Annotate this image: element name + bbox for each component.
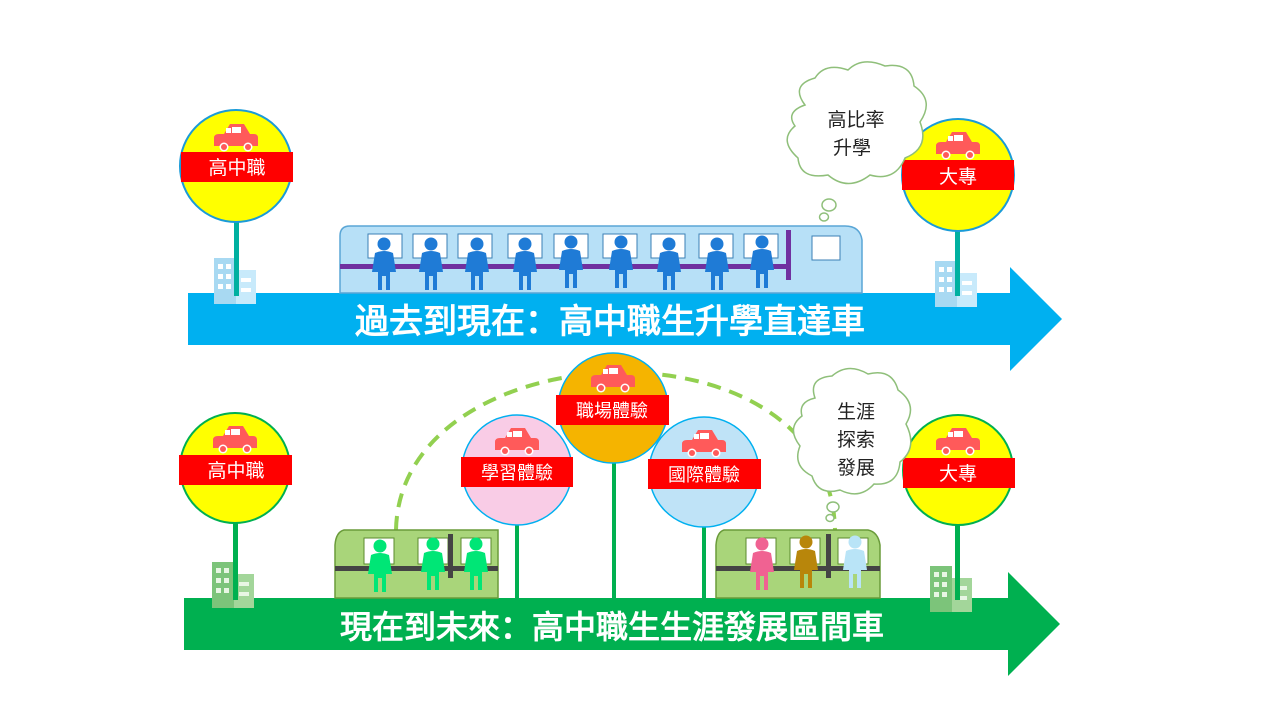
thought-line-1: 生涯 — [837, 401, 875, 423]
stop-pole — [515, 520, 519, 600]
passenger-group — [368, 537, 488, 592]
middle-stop-label: 國際體驗 — [668, 465, 740, 486]
stop-pole — [955, 222, 960, 296]
thought-line-2: 探索 — [837, 429, 875, 451]
local-train-right — [715, 529, 881, 599]
thought-cloud-bottom — [792, 367, 912, 523]
middle-stop-label: 職場體驗 — [576, 401, 648, 422]
stop-sign-end-bottom: 大專 — [902, 414, 1015, 526]
stop-sign-end-top: 大專 — [901, 118, 1015, 232]
stop-sign-learning: 學習體驗 — [461, 414, 573, 526]
stop-sign-workplace: 職場體驗 — [556, 352, 669, 464]
stop-pole — [612, 462, 616, 600]
stop-pole — [955, 522, 960, 600]
start-stop-label: 高中職 — [207, 460, 264, 482]
thought-line-3: 發展 — [837, 457, 875, 479]
end-stop-label: 大專 — [939, 463, 977, 485]
stop-pole — [702, 526, 706, 600]
stop-pole — [234, 218, 239, 296]
stop-sign-international: 國際體驗 — [648, 416, 761, 528]
middle-stop-label: 學習體驗 — [481, 463, 553, 484]
building-icon — [930, 566, 972, 612]
top-arrow-title: 過去到現在：高中職生升學直達車 — [355, 302, 865, 342]
thought-line-1: 高比率 — [827, 109, 884, 131]
end-stop-label: 大專 — [939, 166, 977, 188]
local-train-left — [334, 529, 499, 599]
thought-line-2: 升學 — [833, 137, 871, 159]
thought-cloud-top — [786, 61, 927, 222]
bottom-arrow-title: 現在到未來：高中職生生涯發展區間車 — [340, 608, 884, 646]
passenger-group — [750, 535, 867, 590]
stop-sign-start-bottom: 高中職 — [179, 412, 292, 524]
stop-pole — [233, 520, 238, 600]
stop-sign-start-top: 高中職 — [179, 109, 293, 223]
start-stop-label: 高中職 — [208, 157, 265, 179]
direct-train — [339, 225, 863, 294]
